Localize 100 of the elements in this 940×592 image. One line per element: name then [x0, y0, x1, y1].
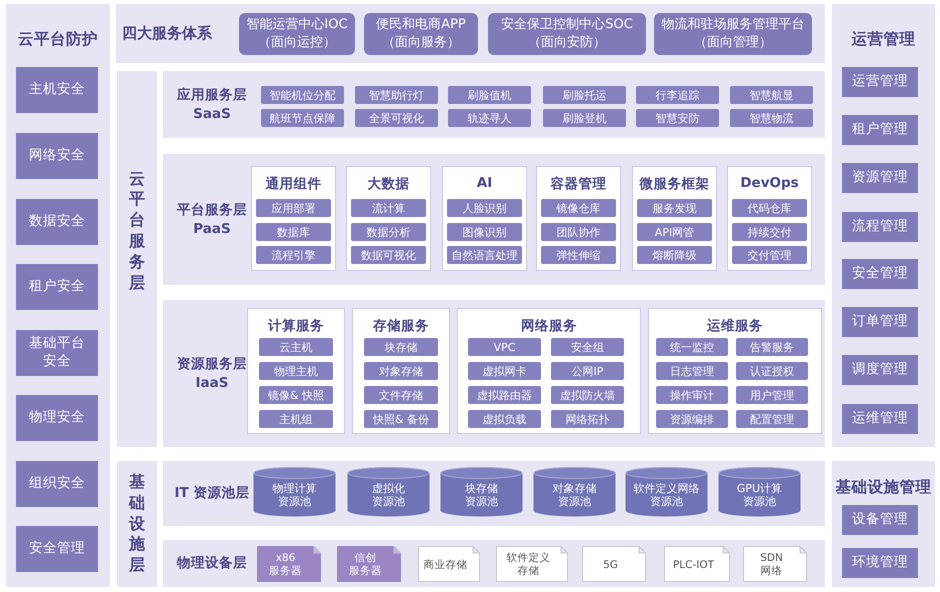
feature-tile: 轨迹寻人 — [448, 109, 531, 127]
panel-title: 运营管理 — [852, 29, 916, 50]
layer-band — [163, 300, 825, 447]
layer-strip: 云平台服务层 — [117, 71, 157, 447]
feature-tile: 数据可视化 — [351, 246, 426, 264]
feature-tile: 全景可视化 — [355, 109, 438, 127]
feature-tile: 认证授权 — [736, 362, 808, 380]
service-scope: （面向运控） — [258, 34, 336, 52]
feature-tile: 虚拟负载 — [468, 410, 541, 428]
pool-label: 块存储资源池 — [465, 482, 498, 508]
module-tile: 网络安全 — [16, 133, 98, 179]
module-tile: 主机安全 — [16, 67, 98, 113]
device-label: 信创服务器 — [349, 552, 382, 578]
feature-tile: 智慧助行灯 — [355, 86, 438, 104]
layer-title: 平台服务层 — [177, 201, 247, 220]
feature-tile: 云主机 — [259, 338, 333, 356]
group-title: 网络服务 — [521, 317, 577, 335]
service-scope: （面向服务） — [382, 34, 460, 52]
feature-tile: 块存储 — [364, 338, 438, 356]
layer-title: 应用服务层 — [177, 86, 247, 104]
layer-band — [116, 4, 825, 63]
feature-tile: 刷脸值机 — [448, 86, 531, 104]
feature-tile: 刷脸托运 — [543, 86, 626, 104]
feature-tile: 代码仓库 — [732, 199, 807, 217]
feature-tile: 应用部署 — [256, 199, 331, 217]
feature-tile: 虚拟网卡 — [468, 362, 541, 380]
layer-title: 四大服务体系 — [122, 23, 212, 44]
feature-tile: 行李追踪 — [636, 86, 719, 104]
service-card — [488, 13, 646, 55]
feature-tile: 流程引擎 — [256, 246, 331, 264]
feature-tile: 用户管理 — [736, 386, 808, 404]
feature-tile: 刷脸登机 — [543, 109, 626, 127]
device-label: SDN网络 — [760, 552, 783, 578]
side-panel — [832, 461, 935, 587]
feature-tile: 智慧安防 — [636, 109, 719, 127]
module-tile: 基础平台安全 — [16, 330, 98, 376]
feature-tile: 数据库 — [256, 223, 331, 241]
service-scope: （面向安防） — [528, 34, 606, 52]
feature-tile: 图像识别 — [447, 223, 522, 241]
feature-tile: 物理主机 — [259, 362, 333, 380]
service-name: 便民和电商APP — [376, 16, 466, 34]
feature-tile: 日志管理 — [656, 362, 728, 380]
service-name: 安全保卫控制中心SOC — [501, 16, 633, 34]
feature-tile: 虚拟路由器 — [468, 386, 541, 404]
group-card — [648, 308, 822, 434]
feature-tile: 智能机位分配 — [261, 86, 344, 104]
module-tile: 订单管理 — [842, 307, 918, 337]
group-title: 微服务框架 — [640, 175, 710, 193]
module-tile: 资源管理 — [842, 163, 918, 193]
feature-tile: 智慧航显 — [730, 86, 813, 104]
module-tile: 安全管理 — [842, 259, 918, 289]
group-title: 容器管理 — [550, 175, 606, 193]
device-label: 软件定义存储 — [506, 552, 550, 578]
module-tile: 环境管理 — [842, 548, 918, 578]
device-label: x86服务器 — [269, 552, 302, 578]
feature-tile: 安全组 — [551, 338, 624, 356]
feature-tile: 人脸识别 — [447, 199, 522, 217]
pool-label: 对象存储资源池 — [552, 482, 596, 508]
module-tile: 组织安全 — [16, 461, 98, 507]
group-card — [442, 166, 527, 271]
feature-tile: API网管 — [637, 223, 712, 241]
group-card — [247, 308, 345, 434]
feature-tile: 主机组 — [259, 410, 333, 428]
layer-title: IT 资源池层 — [174, 484, 250, 503]
service-card — [654, 13, 812, 55]
side-panel — [832, 4, 935, 447]
group-card — [346, 166, 431, 271]
pool-label: 虚拟化资源池 — [372, 482, 405, 508]
layer-subtitle: IaaS — [196, 374, 228, 392]
module-tile: 流程管理 — [842, 212, 918, 242]
module-tile: 调度管理 — [842, 355, 918, 385]
feature-tile: 弹性伸缩 — [541, 246, 616, 264]
feature-tile: 航班节点保障 — [261, 109, 344, 127]
service-scope: （面向管理） — [694, 34, 772, 52]
pool-label: GPU计算资源池 — [736, 482, 782, 508]
group-card — [536, 166, 621, 271]
layer-band — [163, 461, 825, 526]
group-title: 运维服务 — [707, 317, 763, 335]
group-title: AI — [476, 175, 492, 191]
group-card — [632, 166, 717, 271]
module-tile: 租户管理 — [842, 115, 918, 145]
feature-tile: 镜像& 快照 — [259, 386, 333, 404]
service-card — [364, 13, 478, 55]
layer-title: 物理设备层 — [177, 554, 247, 573]
layer-title: 资源服务层 — [177, 355, 247, 374]
side-panel — [6, 4, 110, 587]
feature-tile: 数据分析 — [351, 223, 426, 241]
feature-tile: 网络拓扑 — [551, 410, 624, 428]
feature-tile: 持续交付 — [732, 223, 807, 241]
panel-title: 基础设施管理 — [836, 477, 932, 498]
group-title: 存储服务 — [373, 317, 429, 335]
group-title: 通用组件 — [266, 175, 322, 193]
group-card — [352, 308, 450, 434]
device-label: 商业存储 — [424, 558, 468, 572]
feature-tile: 团队协作 — [541, 223, 616, 241]
feature-tile: 告警服务 — [736, 338, 808, 356]
feature-tile: 快照& 备份 — [364, 410, 438, 428]
module-tile: 设备管理 — [842, 505, 918, 535]
feature-tile: 虚拟防火墙 — [551, 386, 624, 404]
feature-tile: 操作审计 — [656, 386, 728, 404]
